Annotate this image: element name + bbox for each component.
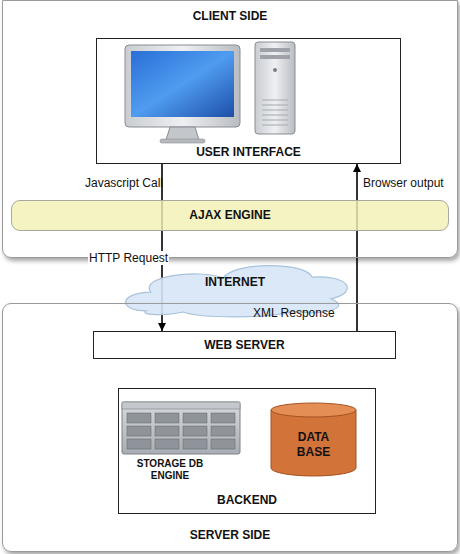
component-label: STORAGE DB ENGINE bbox=[128, 458, 212, 482]
storage-server-icon bbox=[122, 402, 240, 454]
arrow-connector bbox=[356, 164, 358, 331]
ajax-band: AJAX ENGINE bbox=[11, 200, 449, 231]
node-text: USER INTERFACE bbox=[196, 145, 301, 159]
node-text: WEB SERVER bbox=[204, 338, 284, 352]
node-text: BACKEND bbox=[217, 493, 277, 507]
call-label: Javascript Call bbox=[85, 176, 163, 190]
server-region: SERVER SIDE WEB SERVER BACKEND DATA BASE bbox=[2, 303, 458, 552]
ui-box: USER INTERFACE bbox=[96, 38, 401, 164]
node-text: CLIENT SIDE bbox=[193, 9, 268, 23]
node-text: INTERNET bbox=[205, 275, 265, 289]
node-text: DATA BASE bbox=[288, 430, 340, 459]
node-text: AJAX ENGINE bbox=[189, 208, 270, 222]
backend-box: BACKEND DATA BASE bbox=[118, 388, 376, 514]
output-label: Browser output bbox=[363, 176, 444, 190]
monitor-icon bbox=[125, 45, 240, 143]
edge-label: XML Response bbox=[252, 306, 336, 320]
database-cylinder: DATA BASE bbox=[270, 402, 357, 477]
web-server-box: WEB SERVER bbox=[93, 331, 396, 359]
node-text: SERVER SIDE bbox=[190, 528, 270, 542]
client-region: CLIENT SIDE USER INTERFACE AJAX ENGINE bbox=[2, 0, 458, 258]
edge-label: HTTP Request bbox=[88, 251, 169, 265]
tower-icon bbox=[255, 42, 295, 134]
